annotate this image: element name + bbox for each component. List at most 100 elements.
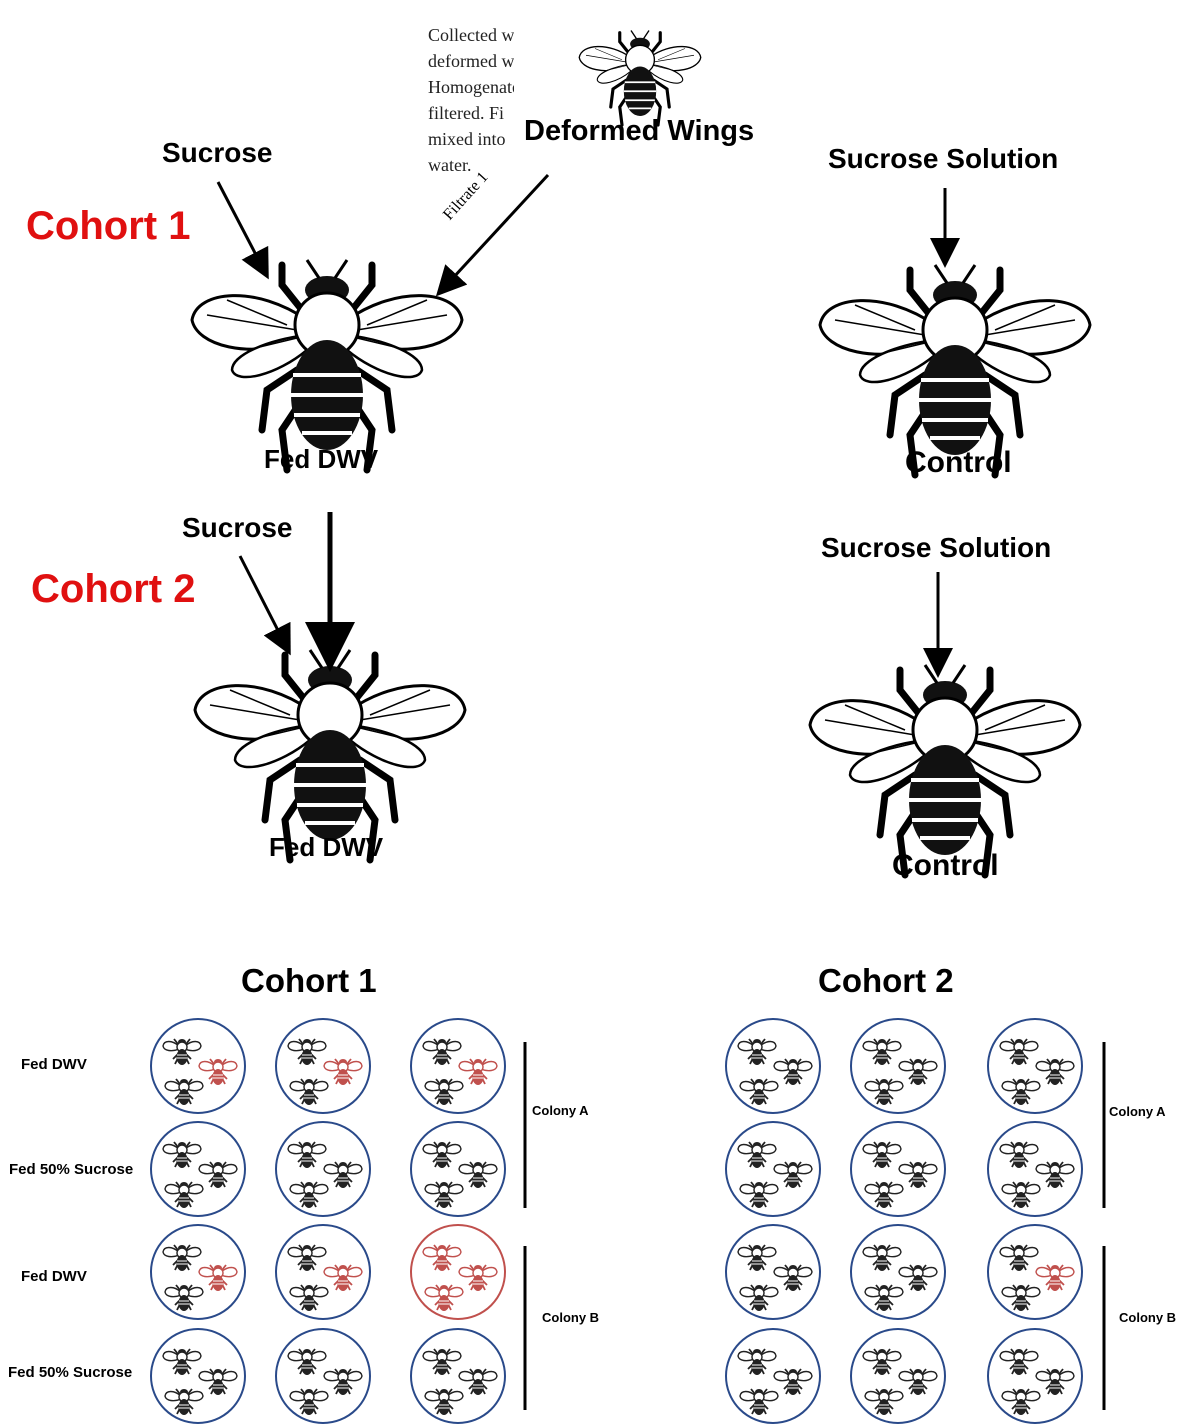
cage-circle [151, 1225, 245, 1319]
cage-cohort2-r1-c2 [988, 1122, 1082, 1216]
infected-bee-icon [425, 1285, 463, 1311]
bee-icon [740, 1182, 778, 1208]
infected-bee-icon [324, 1059, 362, 1085]
note-line: deformed wings. [428, 48, 514, 74]
bee-icon [1002, 1389, 1040, 1415]
infected-bee-icon [199, 1265, 237, 1291]
collection-note: Collected with deformed wings. Homogenat… [428, 22, 514, 182]
cage-cohort2-r2-c1 [851, 1225, 945, 1319]
bee-icon [1000, 1039, 1038, 1065]
sucrose-label-1: Sucrose [162, 137, 273, 169]
bee-icon [774, 1369, 812, 1395]
bee-icon [165, 1079, 203, 1105]
cage-circle [726, 1122, 820, 1216]
cage-circle [411, 1329, 505, 1423]
arrow-sucrose-1 [218, 182, 266, 274]
cage-cohort1-r1-c2 [411, 1122, 505, 1216]
cage-cohort2-r2-c0 [726, 1225, 820, 1319]
cage-circle [851, 1122, 945, 1216]
cohort2-label: Cohort 2 [31, 567, 195, 612]
cohort2-title: Cohort 2 [818, 962, 954, 1000]
cage-circle [411, 1122, 505, 1216]
bee-icon [163, 1349, 201, 1375]
bee-icon [865, 1285, 903, 1311]
cohort1-title: Cohort 1 [241, 962, 377, 1000]
cage-circle [151, 1329, 245, 1423]
bee-icon [290, 1079, 328, 1105]
fed-dwv-label-2: Fed DWV [269, 832, 383, 863]
colony-b-label: Colony B [542, 1310, 599, 1325]
bee-control1-icon [820, 265, 1090, 475]
bee-icon [425, 1389, 463, 1415]
row-label-fed-dwv-a: Fed DWV [21, 1056, 87, 1073]
bee-icon [863, 1245, 901, 1271]
infected-bee-icon [324, 1265, 362, 1291]
bee-icon [899, 1369, 937, 1395]
bee-icon [738, 1039, 776, 1065]
cage-circle [726, 1329, 820, 1423]
bee-icon [165, 1389, 203, 1415]
cage-cohort2-r3-c0 [726, 1329, 820, 1423]
bee-icon [1002, 1285, 1040, 1311]
cage-circle [988, 1225, 1082, 1319]
bee-icon [1000, 1349, 1038, 1375]
cage-cohort2-r1-c1 [851, 1122, 945, 1216]
cage-circle [276, 1329, 370, 1423]
bee-icon [199, 1162, 237, 1188]
cage-circle [726, 1019, 820, 1113]
cage-cohort2-r0-c2 [988, 1019, 1082, 1113]
sucrose-solution-label-2: Sucrose Solution [821, 532, 1051, 564]
note-line: mixed into [428, 126, 514, 152]
cage-circle [411, 1225, 505, 1319]
note-line: water. [428, 152, 514, 178]
row-label-sucrose-b: Fed 50% Sucrose [8, 1364, 132, 1381]
cage-cohort1-r3-c1 [276, 1329, 370, 1423]
cage-circle [726, 1225, 820, 1319]
bee-icon [290, 1285, 328, 1311]
bee-icon [163, 1039, 201, 1065]
cage-circle [988, 1019, 1082, 1113]
row-label-sucrose-a: Fed 50% Sucrose [9, 1161, 133, 1178]
bee-icon [324, 1162, 362, 1188]
bee-icon [865, 1182, 903, 1208]
bee-icon [774, 1059, 812, 1085]
bee-icon [899, 1059, 937, 1085]
cage-circle [276, 1122, 370, 1216]
colony-b-label-2: Colony B [1119, 1310, 1176, 1325]
infected-bee-icon [423, 1245, 461, 1271]
bee-icon [288, 1245, 326, 1271]
bee-icon [1036, 1162, 1074, 1188]
bee-icon [740, 1389, 778, 1415]
deformed-bee-icon [579, 30, 701, 125]
bee-cohort2-dwv-icon [195, 650, 465, 860]
control-label-2: Control [892, 849, 999, 883]
cage-cohort1-r3-c0 [151, 1329, 245, 1423]
cage-circle [988, 1329, 1082, 1423]
note-line: Collected with [428, 22, 514, 48]
cage-circle [151, 1122, 245, 1216]
bee-icon [199, 1369, 237, 1395]
bee-icon [290, 1389, 328, 1415]
bee-icon [324, 1369, 362, 1395]
bee-icon [459, 1369, 497, 1395]
control-label-1: Control [905, 446, 1012, 480]
colony-a-label: Colony A [532, 1103, 589, 1118]
bee-icon [165, 1285, 203, 1311]
note-line: filtered. Fi [428, 100, 514, 126]
bee-icon [288, 1349, 326, 1375]
bee-icon [290, 1182, 328, 1208]
bee-icon [863, 1142, 901, 1168]
cage-cohort1-r1-c0 [151, 1122, 245, 1216]
bee-icon [738, 1142, 776, 1168]
bee-icon [774, 1265, 812, 1291]
row-label-fed-dwv-b: Fed DWV [21, 1268, 87, 1285]
cage-cohort1-r2-c1 [276, 1225, 370, 1319]
bee-icon [863, 1039, 901, 1065]
cage-cohort1-r0-c1 [276, 1019, 370, 1113]
cage-cohort2-r0-c1 [851, 1019, 945, 1113]
cage-circle [276, 1019, 370, 1113]
bee-icon [425, 1079, 463, 1105]
bee-icon [1000, 1245, 1038, 1271]
fed-dwv-label-1: Fed DWV [264, 444, 378, 475]
bee-icon [774, 1162, 812, 1188]
